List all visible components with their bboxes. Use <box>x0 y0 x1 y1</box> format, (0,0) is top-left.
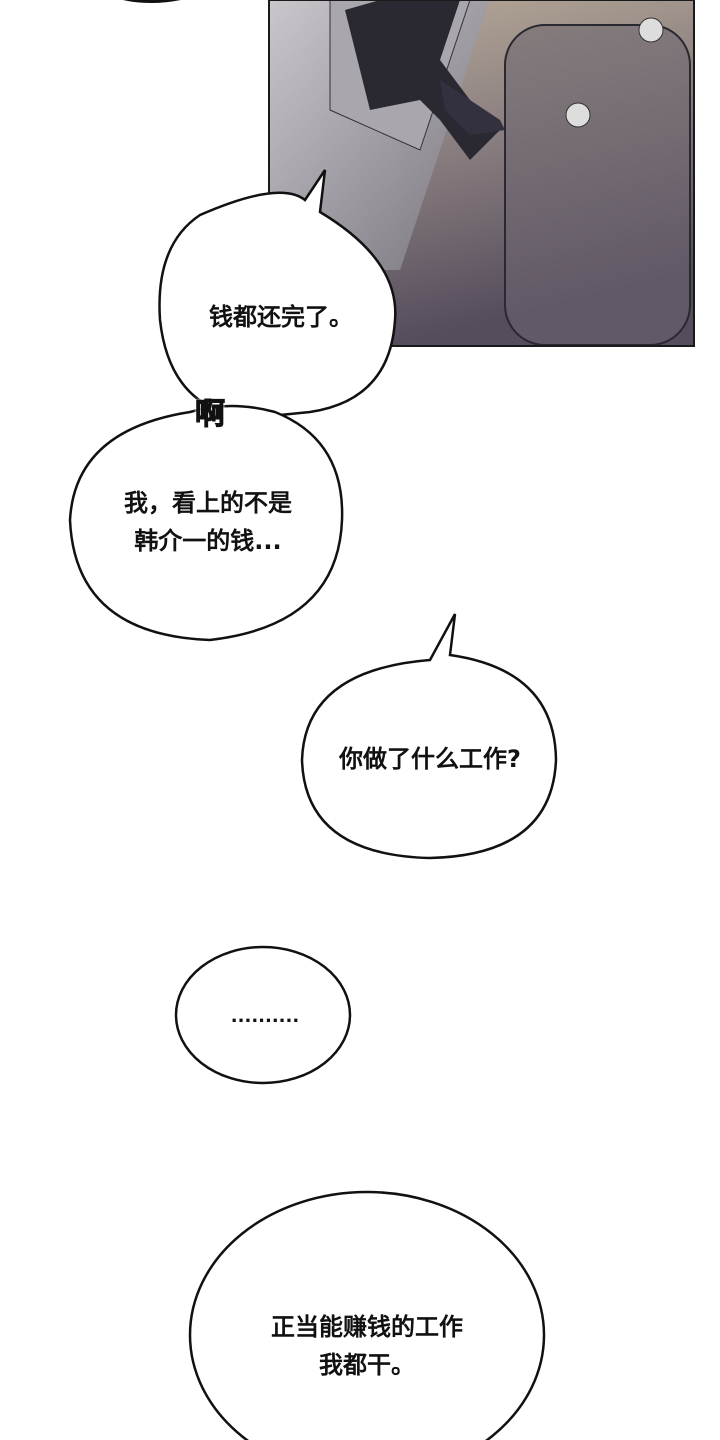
speech-bubble-4 <box>174 945 352 1085</box>
speech-bubble-2 <box>68 404 344 642</box>
speech-bubble-3 <box>300 613 558 860</box>
partial-bubble <box>123 0 181 3</box>
bubble-text-5: 正当能赚钱的工作 我都干。 <box>271 1313 463 1379</box>
speech-bubble-5 <box>188 1190 546 1440</box>
bubble-text-2: 我，看上的不是 韩介一的钱... <box>124 489 292 555</box>
bubble-text-3: 你做了什么工作? <box>339 745 521 773</box>
sound-effect-text: 啊 <box>195 397 226 433</box>
bubble-text-1: 钱都还完了。 <box>209 303 353 331</box>
speech-bubble-1 <box>158 169 397 420</box>
bubble-text-4: .......... <box>230 1006 300 1027</box>
